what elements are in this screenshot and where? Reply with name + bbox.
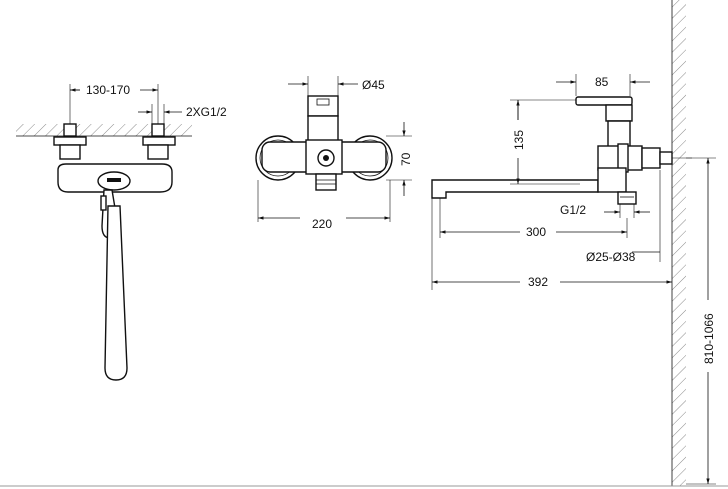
dim-label-810-1066: 810-1066 xyxy=(702,313,716,364)
dim-label-diameter-45: Ø45 xyxy=(362,78,385,92)
dim-diameter-25-38: Ø25-Ø38 xyxy=(586,170,661,264)
side-outlet xyxy=(617,191,637,205)
dim-135: 135 xyxy=(510,99,580,185)
left-connector xyxy=(53,123,87,160)
dim-label-135: 135 xyxy=(512,130,526,150)
dim-g12: G1/2 xyxy=(560,203,650,218)
dim-70: 70 xyxy=(386,122,413,196)
top-view: Ø45 70 220 xyxy=(255,76,413,231)
dim-300: 300 xyxy=(439,198,628,239)
wall-hatch-front xyxy=(16,124,192,136)
dim-392: 392 xyxy=(431,198,672,290)
dim-diameter-45: Ø45 xyxy=(288,76,385,96)
front-view: 130-170 2XG1/2 xyxy=(16,83,227,381)
dim-810-1066: 810-1066 xyxy=(686,157,716,485)
dim-220: 220 xyxy=(257,180,391,231)
dim-130-170: 130-170 xyxy=(69,83,159,124)
dim-2xg12: 2XG1/2 xyxy=(138,104,227,124)
wall-hatch-side xyxy=(672,0,686,486)
top-outlet xyxy=(315,173,337,191)
dim-label-300: 300 xyxy=(526,225,546,239)
dim-85: 85 xyxy=(556,74,650,96)
dim-label-g12: G1/2 xyxy=(560,203,586,217)
side-spout xyxy=(431,179,599,199)
dim-label-70: 70 xyxy=(399,152,413,166)
dim-label-85: 85 xyxy=(595,75,609,89)
dim-label-220: 220 xyxy=(312,217,332,231)
dim-label-130-170: 130-170 xyxy=(86,83,130,97)
front-spout xyxy=(104,205,128,381)
dim-label-diameter-25-38: Ø25-Ø38 xyxy=(586,250,636,264)
brand-badge xyxy=(107,178,121,182)
dim-label-2xg12: 2XG1/2 xyxy=(186,105,227,119)
dim-label-392: 392 xyxy=(528,275,548,289)
side-handle xyxy=(575,96,633,106)
side-view: 85 135 G1/2 300 xyxy=(431,0,716,486)
